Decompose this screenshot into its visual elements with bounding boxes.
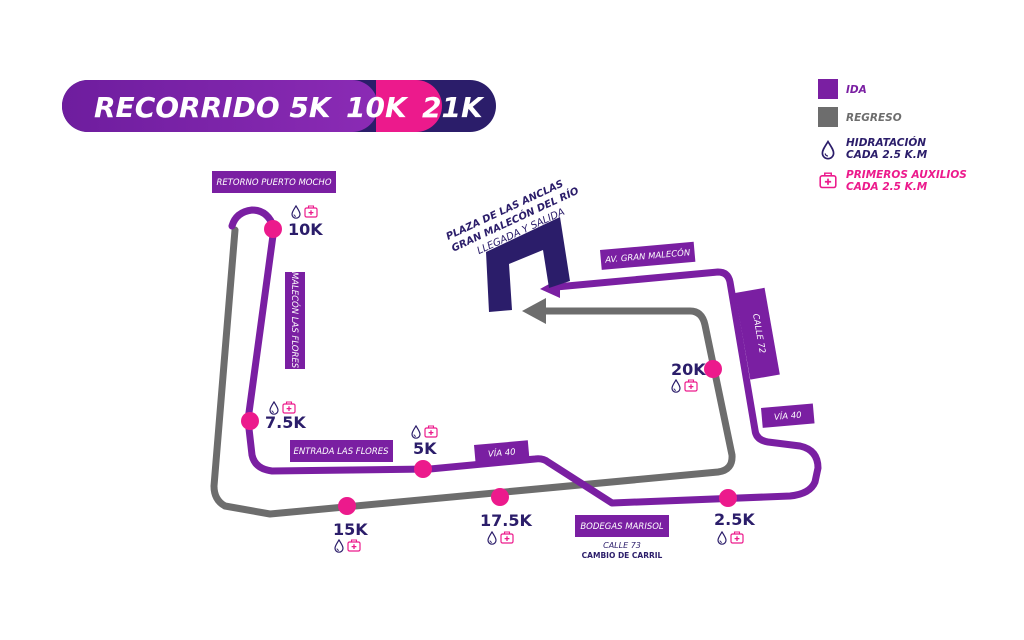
first-aid-kit-icon bbox=[424, 425, 438, 438]
street-label-bodegas: BODEGAS MARISOL bbox=[575, 515, 669, 537]
km-marker-10k: 10K bbox=[264, 205, 323, 239]
water-drop-icon bbox=[671, 379, 681, 393]
legend-first-aid-line2: CADA 2.5 K.M bbox=[846, 181, 928, 193]
svg-text:20K: 20K bbox=[671, 360, 706, 379]
legend-regreso-label: REGRESO bbox=[846, 112, 902, 124]
street-label-entrada-flores: ENTRADA LAS FLORES bbox=[290, 440, 393, 462]
svg-text:17.5K: 17.5K bbox=[480, 511, 532, 530]
first-aid-kit-icon bbox=[730, 531, 744, 544]
legend-regreso-swatch bbox=[818, 107, 838, 127]
water-drop-icon bbox=[487, 531, 497, 545]
street-label-via40-east: VÍA 40 bbox=[761, 403, 815, 428]
svg-text:15K: 15K bbox=[333, 520, 368, 539]
first-aid-kit-icon bbox=[684, 379, 698, 392]
legend-first-aid-line1: PRIMEROS AUXILIOS bbox=[846, 169, 967, 181]
svg-text:BODEGAS MARISOL: BODEGAS MARISOL bbox=[580, 522, 664, 532]
return-route bbox=[210, 226, 736, 518]
return-arrow bbox=[522, 298, 546, 324]
route-title: RECORRIDO 5K bbox=[94, 91, 333, 124]
first-aid-kit-icon bbox=[819, 172, 837, 189]
plaza-anchor-icon bbox=[486, 217, 570, 312]
svg-text:VÍA 40: VÍA 40 bbox=[773, 409, 802, 423]
water-drop-icon bbox=[717, 531, 727, 545]
legend-ida-label: IDA bbox=[846, 84, 867, 96]
street-label-malecon-flores: MALECÓN LAS FLORES bbox=[285, 272, 305, 369]
km-marker-17-5k: 17.5K bbox=[480, 488, 532, 545]
km-marker-20k: 20K bbox=[671, 360, 722, 393]
legend-ida-swatch bbox=[818, 79, 838, 99]
first-aid-kit-icon bbox=[282, 401, 296, 414]
start-finish-plaza: PLAZA DE LAS ANCLAS GRAN MALECÓN DEL RÍO… bbox=[445, 179, 581, 312]
outbound-route bbox=[228, 206, 822, 507]
svg-text:5K: 5K bbox=[413, 439, 437, 458]
km-marker-5k: 5K bbox=[411, 425, 438, 478]
street-label-calle72: CALLE 72 bbox=[735, 287, 780, 380]
first-aid-kit-icon bbox=[304, 205, 318, 218]
water-drop-icon bbox=[821, 140, 835, 160]
first-aid-kit-icon bbox=[347, 539, 361, 552]
distance-21k: 21K bbox=[422, 91, 485, 124]
distance-10k: 10K bbox=[346, 91, 409, 124]
water-drop-icon bbox=[291, 205, 301, 219]
water-drop-icon bbox=[411, 425, 421, 439]
svg-text:2.5K: 2.5K bbox=[714, 510, 755, 529]
first-aid-kit-icon bbox=[500, 531, 514, 544]
km-marker-2-5k: 2.5K bbox=[714, 489, 755, 545]
km-marker-7-5k: 7.5K bbox=[241, 401, 306, 432]
lane-change-note: CAMBIO DE CARRIL bbox=[582, 551, 663, 560]
svg-text:ENTRADA LAS FLORES: ENTRADA LAS FLORES bbox=[293, 447, 389, 457]
water-drop-icon bbox=[334, 539, 344, 553]
legend-hydration-line1: HIDRATACIÓN bbox=[846, 136, 926, 149]
legend: IDA REGRESO HIDRATACIÓN CADA 2.5 K.M PRI… bbox=[818, 79, 967, 193]
street-label-calle73: CALLE 73 bbox=[603, 541, 641, 550]
title-banner: RECORRIDO 5K 10K 21K bbox=[62, 80, 496, 132]
street-label-via40-west: VÍA 40 bbox=[474, 440, 530, 465]
svg-text:VÍA 40: VÍA 40 bbox=[487, 445, 516, 459]
km-marker-15k: 15K bbox=[333, 497, 368, 553]
svg-text:RETORNO PUERTO MOCHO: RETORNO PUERTO MOCHO bbox=[216, 178, 331, 188]
svg-text:7.5K: 7.5K bbox=[265, 413, 306, 432]
street-label-retorno: RETORNO PUERTO MOCHO bbox=[212, 171, 336, 193]
svg-text:10K: 10K bbox=[288, 220, 323, 239]
legend-hydration-line2: CADA 2.5 K.M bbox=[846, 149, 928, 161]
svg-text:MALECÓN LAS FLORES: MALECÓN LAS FLORES bbox=[289, 272, 301, 369]
street-label-gran-malecon: AV. GRAN MALECÓN bbox=[600, 241, 696, 270]
